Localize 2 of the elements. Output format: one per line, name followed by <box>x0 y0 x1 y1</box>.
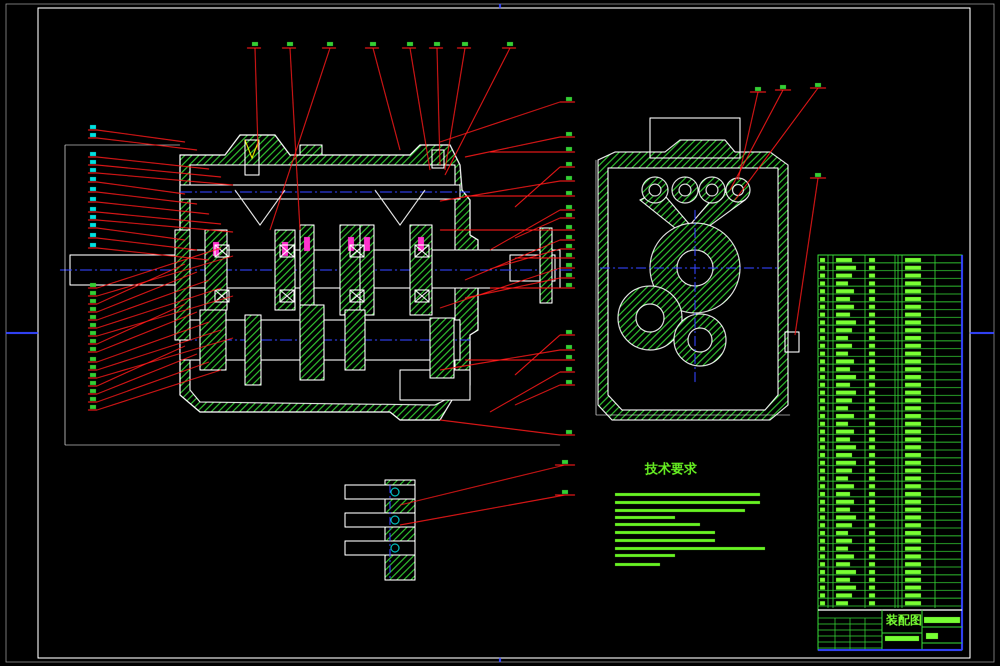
title-block-text: 装配图 <box>886 614 922 628</box>
notes-heading: 技术要求 <box>645 463 697 478</box>
